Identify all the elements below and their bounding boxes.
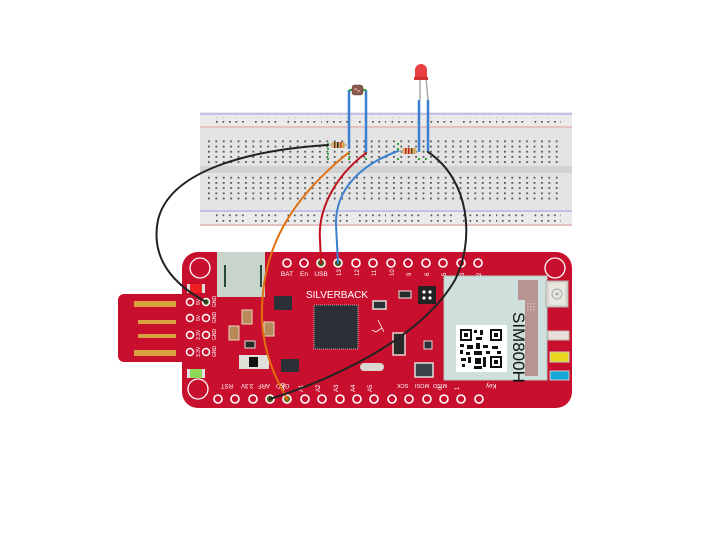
pin-a3[interactable] bbox=[335, 394, 345, 404]
label-a3: A3 bbox=[334, 384, 340, 392]
wire-black-led-gnd[interactable] bbox=[269, 151, 468, 400]
pin-0[interactable] bbox=[439, 394, 449, 404]
module-label: SIM800H bbox=[509, 312, 528, 383]
label-a2: A2 bbox=[316, 384, 322, 392]
label-3: 3 bbox=[460, 272, 466, 276]
pin-10[interactable] bbox=[386, 258, 396, 268]
pin-rst[interactable] bbox=[213, 394, 223, 404]
label-3v3: 3.3V bbox=[241, 382, 253, 388]
label-gnd: GND bbox=[212, 346, 218, 358]
pin-3v3-2[interactable] bbox=[185, 347, 195, 357]
pin-5[interactable] bbox=[438, 258, 448, 268]
label-13: 13 bbox=[337, 269, 343, 276]
pin-2[interactable] bbox=[473, 258, 483, 268]
label-11: 11 bbox=[372, 269, 378, 276]
label-en: En bbox=[300, 271, 308, 278]
pin-en[interactable] bbox=[299, 258, 309, 268]
label-5v: 5V bbox=[196, 298, 202, 305]
pin-6[interactable] bbox=[421, 258, 431, 268]
wire-black-photoresistor-gnd[interactable] bbox=[155, 144, 329, 303]
pin-gnd-3[interactable] bbox=[201, 330, 211, 340]
wire-red-usb[interactable] bbox=[318, 152, 367, 264]
label-rst: RST bbox=[221, 382, 233, 388]
label-miso: MISO bbox=[432, 382, 447, 388]
pin-mosi[interactable] bbox=[404, 394, 414, 404]
label-6: 6 bbox=[425, 272, 431, 276]
label-gnd: GND bbox=[212, 329, 218, 341]
pin-a4[interactable] bbox=[352, 394, 362, 404]
label-arf: ARF bbox=[258, 382, 270, 388]
pin-miso[interactable] bbox=[422, 394, 432, 404]
label-usb: USB bbox=[314, 271, 327, 278]
pin-bat[interactable] bbox=[282, 258, 292, 268]
label-a0: A0 bbox=[281, 382, 287, 390]
top-header: BAT En USB 13 12 11 10 9 6 5 3 2 bbox=[281, 258, 483, 278]
label-gnd: GND bbox=[212, 296, 218, 308]
label-5v: 5V bbox=[196, 314, 202, 321]
pin-a5[interactable] bbox=[369, 394, 379, 404]
label-3v3: 3.3V bbox=[196, 329, 202, 340]
pin-3v3-1[interactable] bbox=[185, 330, 195, 340]
pin-9[interactable] bbox=[403, 258, 413, 268]
label-gnd: GND bbox=[275, 382, 289, 388]
red-led[interactable] bbox=[414, 64, 430, 152]
silverback-board: 5V GND 5V GND 3.3V GND 3.3V GND bbox=[118, 252, 572, 408]
resistor-led[interactable] bbox=[398, 148, 419, 154]
label-mosi: MOSI bbox=[415, 382, 430, 388]
usb-contacts bbox=[134, 301, 176, 356]
wire-blue-13[interactable] bbox=[334, 150, 399, 264]
photoresistor[interactable] bbox=[347, 84, 368, 153]
label-3v3: 3.3V bbox=[196, 346, 202, 357]
pin-arf[interactable] bbox=[248, 394, 258, 404]
pin-gnd-2[interactable] bbox=[201, 313, 211, 323]
pin-a1[interactable] bbox=[300, 394, 310, 404]
pin-a2[interactable] bbox=[317, 394, 327, 404]
label-12: 12 bbox=[355, 269, 361, 276]
label-5: 5 bbox=[442, 272, 448, 276]
breadboard bbox=[200, 112, 572, 226]
pin-3v3[interactable] bbox=[230, 394, 240, 404]
pin-1[interactable] bbox=[456, 394, 466, 404]
label-a4: A4 bbox=[351, 384, 357, 392]
pin-12[interactable] bbox=[351, 258, 361, 268]
label-1: 1 bbox=[455, 386, 461, 390]
pin-sck[interactable] bbox=[387, 394, 397, 404]
power-pins: 5V GND 5V GND 3.3V GND 3.3V GND bbox=[185, 296, 218, 358]
pin-5v-2[interactable] bbox=[185, 313, 195, 323]
label-0: 0 bbox=[438, 386, 444, 390]
label-a5: A5 bbox=[368, 384, 374, 392]
pin-5v-1[interactable] bbox=[185, 297, 195, 307]
resistor-photoresistor[interactable] bbox=[328, 142, 349, 148]
sim800h-module: SIM800H bbox=[443, 275, 548, 383]
wires bbox=[155, 144, 468, 400]
label-key: Key bbox=[486, 382, 496, 388]
board-name: SILVERBACK bbox=[306, 290, 368, 301]
label-bat: BAT bbox=[281, 271, 293, 278]
pin-key[interactable] bbox=[474, 394, 484, 404]
pin-gnd-4[interactable] bbox=[201, 347, 211, 357]
qr-code bbox=[460, 329, 502, 369]
label-9: 9 bbox=[407, 272, 413, 276]
label-sck: SCK bbox=[397, 382, 409, 388]
label-gnd: GND bbox=[212, 312, 218, 324]
wire-orange-a0[interactable] bbox=[260, 152, 349, 400]
smd-components bbox=[228, 286, 436, 378]
label-10: 10 bbox=[390, 269, 396, 276]
pin-11[interactable] bbox=[368, 258, 378, 268]
label-2: 2 bbox=[477, 272, 483, 276]
